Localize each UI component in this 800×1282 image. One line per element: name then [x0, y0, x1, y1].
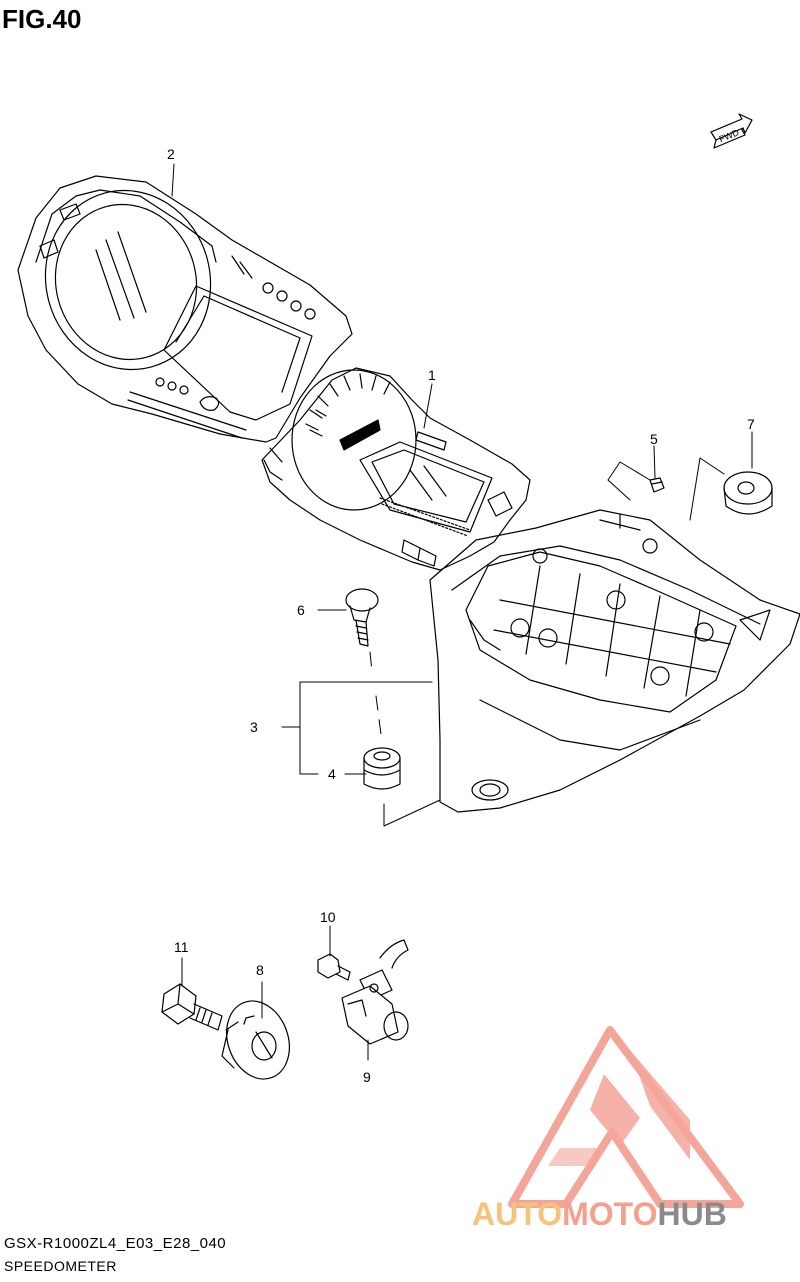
callout-1: 1	[428, 367, 436, 383]
figure-title: FIG.40	[2, 4, 82, 34]
speed-sensor-part-9	[341, 939, 409, 1045]
automotohub-watermark: AUTOMOTOHUB	[472, 1196, 727, 1233]
callout-6: 6	[297, 602, 305, 618]
leader-lines	[171, 163, 753, 1061]
gear-part-8	[221, 1000, 290, 1080]
callout-5: 5	[650, 431, 658, 447]
watermark-auto: AUTO	[472, 1196, 563, 1232]
bolt-part-11	[161, 983, 223, 1031]
callout-8: 8	[256, 962, 264, 978]
meter-assembly-part-1	[261, 367, 531, 571]
meter-cover-part-2	[17, 175, 353, 443]
fwd-arrow-icon: FWD	[710, 113, 753, 149]
screw-part-6	[345, 588, 379, 647]
screw-part-10	[317, 953, 351, 981]
cushion-part-4	[363, 747, 401, 790]
automotohub-logo-mark	[508, 1026, 744, 1208]
callout-3: 3	[250, 719, 258, 735]
screw-part-5	[649, 477, 665, 493]
callout-4: 4	[328, 766, 336, 782]
grommet-part-7	[723, 471, 773, 515]
watermark-moto: MOTO	[562, 1196, 658, 1232]
watermark-hub: HUB	[657, 1196, 727, 1232]
callout-9: 9	[363, 1069, 371, 1085]
callout-10: 10	[320, 909, 336, 925]
section-name: SPEEDOMETER	[4, 1258, 117, 1274]
callout-11: 11	[174, 939, 189, 955]
callout-2: 2	[167, 146, 175, 162]
meter-case-part-3	[429, 509, 800, 813]
model-code: GSX-R1000ZL4_E03_E28_040	[4, 1235, 227, 1252]
callout-7: 7	[747, 416, 755, 432]
